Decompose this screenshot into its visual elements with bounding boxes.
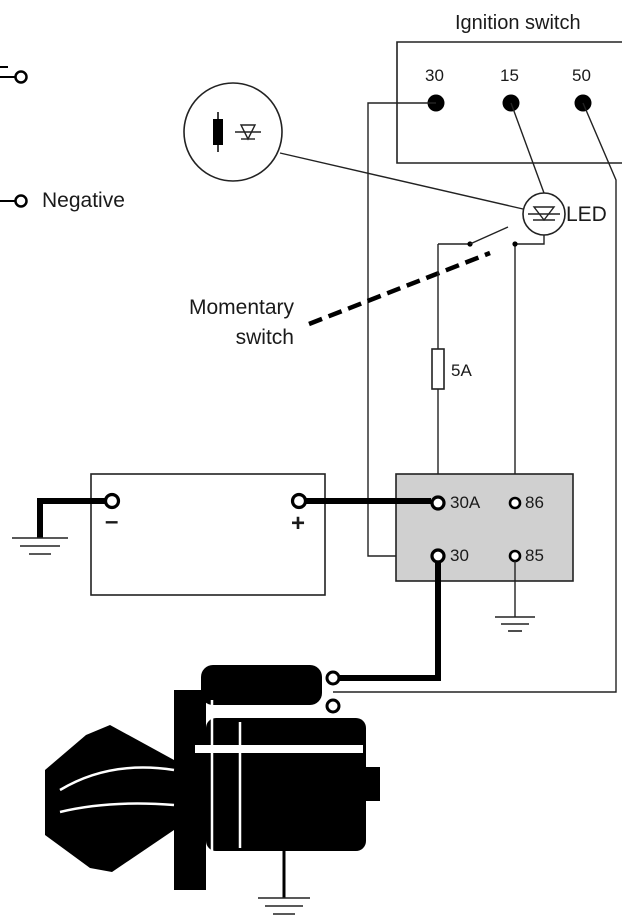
momentary-switch-label-line1: Momentary <box>188 296 294 319</box>
momentary-switch-pointer <box>308 250 491 327</box>
led-magnified-pointer <box>279 152 524 210</box>
ground-symbol-starter <box>258 897 310 915</box>
relay-terminal-30a-label: 30A <box>450 493 481 512</box>
starter-terminal-solenoid <box>325 698 341 714</box>
led-magnified-circle <box>183 82 283 182</box>
ignition-switch-title: Ignition switch <box>455 12 581 34</box>
top-left-terminal <box>14 70 28 84</box>
fuse-label: 5A <box>451 361 472 380</box>
battery-positive-symbol: + <box>291 510 306 537</box>
wire-ignition15-to-led <box>510 102 545 194</box>
ignition-terminal-30-label: 30 <box>425 66 444 85</box>
wire-ignition50-to-starter <box>333 102 617 693</box>
negative-label: Negative <box>42 189 125 212</box>
fuse-5a <box>431 348 445 390</box>
wire-battery-negative-to-ground <box>37 498 105 538</box>
led-magnified-diode-symbol <box>239 124 257 141</box>
negative-terminal <box>14 194 28 208</box>
relay-terminal-30a <box>430 495 446 511</box>
battery-negative-terminal <box>103 492 121 510</box>
battery-box <box>90 473 326 596</box>
relay-terminal-86 <box>508 496 522 510</box>
starter-motor-details <box>59 700 242 880</box>
battery-positive-terminal <box>290 492 308 510</box>
wire-relay30-to-starter <box>340 562 441 681</box>
relay-box <box>395 473 574 582</box>
ground-symbol-battery <box>12 537 68 555</box>
starter-motor <box>45 665 380 890</box>
wire-led-to-relay86 <box>514 235 545 498</box>
led-magnified-body <box>213 119 223 145</box>
ignition-terminal-15-label: 15 <box>500 66 519 85</box>
led-label: LED <box>566 203 607 226</box>
relay-terminal-86-label: 86 <box>525 493 544 512</box>
relay-terminal-30-label: 30 <box>450 546 469 565</box>
momentary-switch-lever <box>469 226 509 245</box>
battery-negative-symbol: – <box>105 508 119 535</box>
relay-terminal-85-label: 85 <box>525 546 544 565</box>
relay-terminal-30 <box>430 548 446 564</box>
momentary-switch-label-line2: switch <box>235 326 294 349</box>
starter-terminal-main <box>325 670 341 686</box>
ignition-terminal-50-label: 50 <box>572 66 591 85</box>
momentary-switch-led-node <box>512 241 518 247</box>
ground-symbol-relay <box>495 616 535 632</box>
relay-terminal-85 <box>508 549 522 563</box>
